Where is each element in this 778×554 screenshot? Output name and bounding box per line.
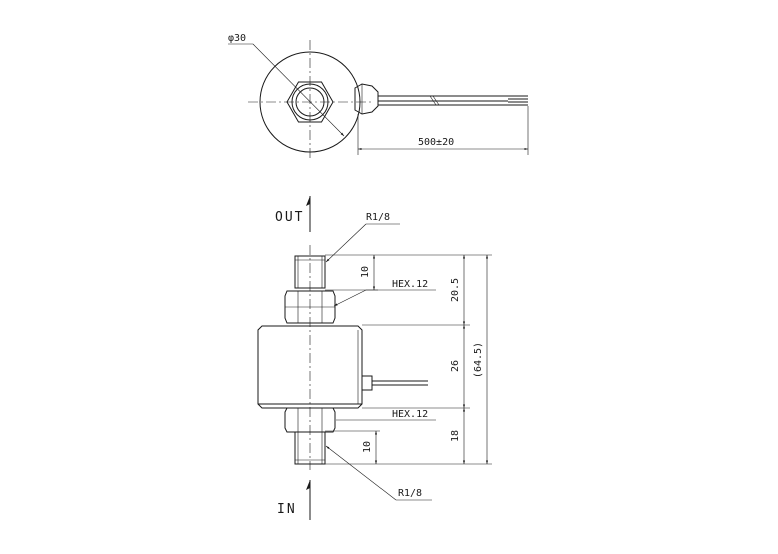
thread-bottom-leader xyxy=(325,445,397,501)
dim-10-bottom-label: 10 xyxy=(362,441,373,453)
length-label: 500±20 xyxy=(418,137,454,148)
dia-label: φ30 xyxy=(228,33,246,44)
body-cable xyxy=(361,375,428,391)
hex-top-leader xyxy=(333,289,367,307)
top-hex-nut xyxy=(284,290,336,324)
top-thread-fitting xyxy=(294,255,326,289)
thread-bottom-label: R1/8 xyxy=(398,488,422,499)
out-arrow-head xyxy=(306,196,310,206)
bottom-hex-nut xyxy=(284,407,336,433)
hex-bottom-label: HEX.12 xyxy=(392,409,428,420)
dim-18-label: 18 xyxy=(450,430,461,442)
thread-top-label: R1/8 xyxy=(366,212,390,223)
dim-20-5-label: 20.5 xyxy=(450,278,461,302)
dia-leader xyxy=(252,43,345,137)
thread-top-leader xyxy=(325,223,367,263)
dim-26-label: 26 xyxy=(450,360,461,372)
cables xyxy=(378,95,528,106)
hex-nut-bore xyxy=(295,87,325,117)
in-label: IN xyxy=(277,502,297,517)
top-view: φ30 500±20 xyxy=(228,33,529,160)
out-label: OUT xyxy=(275,210,304,225)
dim-total-label: (64.5) xyxy=(473,342,484,378)
solenoid-body xyxy=(257,325,363,409)
hex-nut-outline xyxy=(286,81,334,123)
bottom-thread-fitting xyxy=(294,431,326,465)
dim-10-top-label: 10 xyxy=(360,266,371,278)
hex-nut-chamfer xyxy=(291,83,329,121)
cable-gland xyxy=(354,83,379,115)
side-view: OUT IN xyxy=(257,196,492,520)
hex-top-label: HEX.12 xyxy=(392,279,428,290)
body-circle xyxy=(259,51,361,153)
in-arrow-head xyxy=(306,480,310,490)
